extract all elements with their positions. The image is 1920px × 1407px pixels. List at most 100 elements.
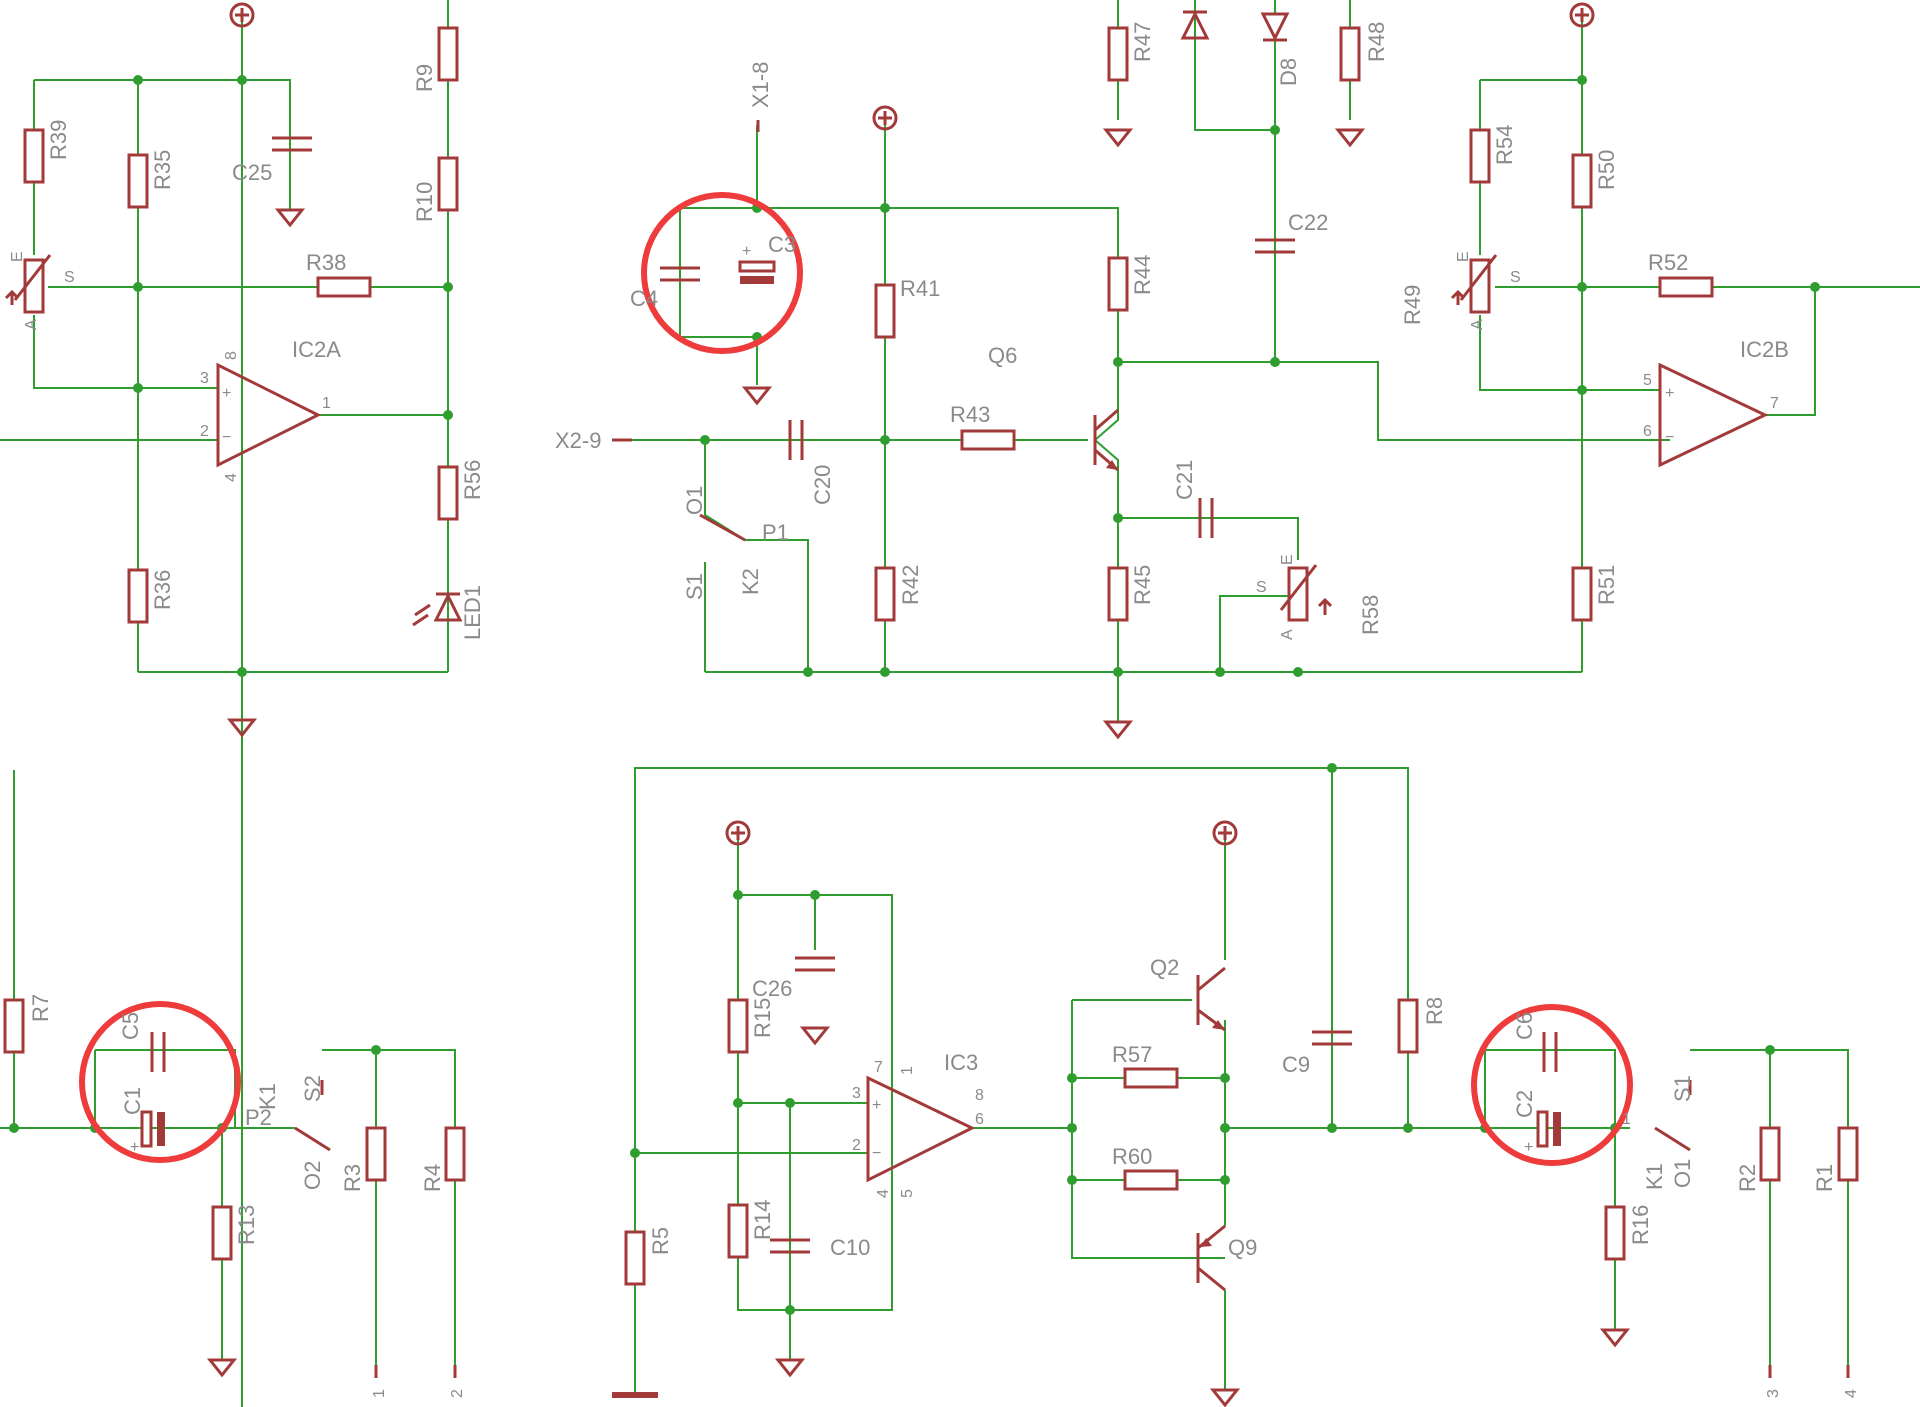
transistors: [1093, 408, 1226, 1292]
resistor-r13: [211, 1205, 233, 1261]
label-c5: C5: [118, 1012, 143, 1040]
terminal-1: 1: [371, 1389, 388, 1398]
capacitor-c1: [140, 1110, 165, 1148]
label-s1-right: S1: [1670, 1075, 1695, 1102]
label-p2: P2: [245, 1105, 272, 1130]
highlight-circle-c1-c5: [79, 1001, 241, 1163]
op-amp-ic2a: [216, 362, 322, 468]
label-c6: C6: [1512, 1012, 1537, 1040]
highlight-circles: [79, 192, 1633, 1166]
pin-s-r39: S: [64, 269, 75, 286]
ground-icon: [206, 1358, 238, 1378]
label-r36: R36: [150, 570, 175, 610]
label-r15: R15: [750, 998, 775, 1038]
label-c22: C22: [1288, 210, 1328, 235]
pin-plus-c3: +: [742, 243, 751, 260]
transistor-q6: [1093, 408, 1119, 472]
label-r44: R44: [1130, 255, 1155, 295]
capacitors: [140, 136, 1561, 1254]
pin-plus-ic2b: +: [1665, 385, 1674, 402]
capacitor-c2: [1536, 1110, 1561, 1148]
label-o1-k2: O1: [682, 486, 707, 515]
label-c1: C1: [120, 1087, 145, 1115]
label-c21: C21: [1172, 460, 1197, 500]
highlight-circle-c2-c6: [1471, 1004, 1633, 1166]
resistor-r50: [1571, 153, 1593, 209]
switch-k1-right: [1654, 1126, 1691, 1152]
label-r52: R52: [1648, 250, 1688, 275]
label-r41: R41: [900, 276, 940, 301]
led-led1: [412, 592, 463, 627]
pin-plus-ic3: +: [872, 1097, 881, 1114]
potentiometer-r58: [1279, 564, 1333, 622]
label-r50: R50: [1594, 150, 1619, 190]
label-r42: R42: [898, 565, 923, 605]
label-c3: C3: [768, 232, 796, 257]
resistor-r1: [1837, 1126, 1859, 1182]
label-ic2b: IC2B: [1740, 337, 1789, 362]
pin-1-ic2a: 1: [322, 395, 331, 412]
label-c20: C20: [810, 465, 835, 505]
ground-icon: [741, 386, 773, 406]
label-r45: R45: [1130, 565, 1155, 605]
resistor-r4: [444, 1126, 466, 1182]
label-ic2a: IC2A: [292, 337, 341, 362]
resistor-r60: [1123, 1169, 1179, 1191]
pin-e-r39: E: [9, 251, 26, 262]
resistor-r7: [3, 998, 25, 1054]
op-amp-ic2b: [1658, 362, 1769, 468]
label-o2: O2: [300, 1161, 325, 1190]
vcc-icon: [229, 2, 255, 28]
capacitor-c6: [1542, 1032, 1558, 1072]
potentiometer-r39-trim: [4, 254, 52, 314]
label-r8: R8: [1422, 997, 1447, 1025]
ground-icon: [1334, 128, 1366, 148]
label-r49: R49: [1400, 285, 1425, 325]
label-r35: R35: [150, 150, 175, 190]
label-r14: R14: [750, 1200, 775, 1240]
label-p1: P1: [762, 520, 789, 545]
pin-a-r49: A: [1469, 319, 1486, 330]
resistor-r52: [1658, 276, 1714, 298]
resistor-r35: [127, 153, 149, 209]
capacitor-c10: [770, 1238, 810, 1254]
ground-icon: [1599, 1328, 1631, 1348]
pin-a-r39: A: [23, 319, 40, 330]
pin-2-ic3: 2: [852, 1137, 861, 1154]
resistor-r3: [365, 1126, 387, 1182]
resistor-r44: [1107, 256, 1129, 312]
capacitor-c9: [1312, 1030, 1352, 1046]
resistor-r56: [437, 465, 459, 521]
resistor-r43: [960, 429, 1016, 451]
resistor-r42: [874, 566, 896, 622]
label-r16: R16: [1628, 1205, 1653, 1245]
pin-e-r58: E: [1279, 554, 1296, 565]
pin-plus-c2: +: [1524, 1139, 1533, 1156]
resistor-r36: [127, 568, 149, 624]
ground-icon: [774, 1358, 806, 1378]
switch-k2: [699, 513, 746, 542]
resistor-r15: [727, 998, 749, 1054]
vcc-icon: [725, 820, 751, 846]
label-k1-right: K1: [1642, 1163, 1667, 1190]
label-c2: C2: [1512, 1090, 1537, 1118]
pin-2-ic2a: 2: [200, 423, 209, 440]
label-c25: C25: [232, 160, 272, 185]
label-x2-9: X2-9: [555, 428, 601, 453]
label-r54: R54: [1492, 125, 1517, 165]
label-r56: R56: [460, 460, 485, 500]
capacitor-c21: [1198, 498, 1214, 538]
transistor-q9: [1196, 1224, 1226, 1292]
label-c4: C4: [630, 286, 658, 311]
potentiometers: [4, 254, 1498, 622]
label-d8: D8: [1276, 58, 1301, 86]
resistor-r39: [23, 128, 45, 184]
label-r38: R38: [306, 250, 346, 275]
pin-plus-c1: +: [130, 1139, 139, 1156]
capacitor-c26: [795, 956, 835, 972]
capacitor-c20: [788, 420, 804, 460]
label-c26: C26: [752, 976, 792, 1001]
pin-s-r49: S: [1510, 269, 1521, 286]
resistor-r10: [437, 156, 459, 212]
